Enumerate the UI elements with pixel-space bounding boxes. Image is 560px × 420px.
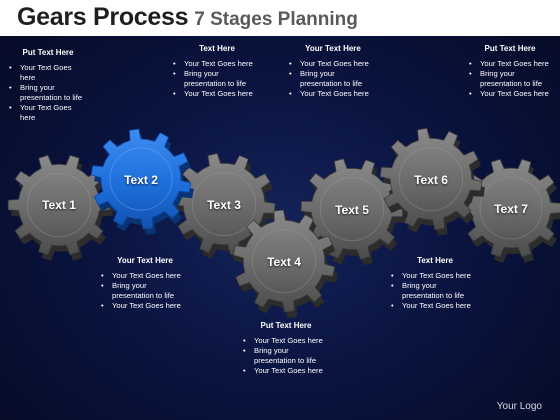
text-box-heading: Put Text Here	[484, 44, 536, 53]
bullet: Your Text Goes here	[243, 366, 330, 376]
text-box-heading: Put Text Here	[22, 48, 74, 57]
gear-body	[232, 209, 336, 313]
logo-text: Your Logo	[496, 401, 542, 412]
bullet: Bring your presentation to life	[391, 281, 480, 301]
gear-hub-ring	[398, 146, 464, 212]
gear-body	[379, 127, 483, 231]
bullet: Bring your presentation to life	[9, 83, 88, 103]
bullet: Your Text Goes here	[469, 89, 552, 99]
bullet: Your Text Goes here	[243, 336, 330, 346]
bullet: Your Text Goes here	[289, 89, 378, 99]
bullet: Bring your presentation to life	[243, 346, 330, 366]
bullet: Your Text Goes here	[289, 59, 378, 69]
bullet: Bring your presentation to life	[173, 69, 262, 89]
title-main: Gears Process	[17, 3, 189, 31]
bullet: Your Text Goes here	[9, 63, 88, 83]
text-box-bottom-3: Text Here Your Text Goes here Bring your…	[390, 256, 480, 311]
text-box-top-4: Put Text Here Your Text Goes here Bring …	[468, 44, 552, 99]
bullet: Your Text Goes here	[101, 271, 190, 281]
text-box-heading: Your Text Here	[117, 256, 173, 265]
text-box-heading: Your Text Here	[305, 44, 361, 53]
text-box-top-1: Put Text Here Your Text Goes here Bring …	[8, 48, 88, 123]
text-box-bottom-2: Put Text Here Your Text Goes here Bring …	[242, 321, 330, 376]
gear-label-7: Text 7	[494, 202, 528, 216]
gear-hub-ring	[251, 228, 317, 294]
gear-label-1: Text 1	[42, 198, 76, 212]
gear-hub-ring	[319, 176, 385, 242]
gear-2	[90, 128, 194, 235]
gear-4	[232, 209, 338, 318]
bullet: Bring your presentation to life	[289, 69, 378, 89]
gear-label-6: Text 6	[414, 173, 448, 187]
bullet: Your Text Goes here	[9, 103, 88, 123]
gear-hub-ring	[191, 171, 257, 237]
text-box-heading: Text Here	[417, 256, 453, 265]
text-box-heading: Text Here	[199, 44, 235, 53]
bullet: Your Text Goes here	[101, 301, 190, 311]
gear-hub-ring	[26, 172, 92, 238]
gear-hub-ring	[479, 176, 543, 240]
bullet: Your Text Goes here	[173, 59, 262, 69]
gear-label-2: Text 2	[124, 173, 158, 187]
text-box-top-3: Your Text Here Your Text Goes here Bring…	[288, 44, 378, 99]
gear-label-4: Text 4	[267, 255, 301, 269]
gear-hub-ring	[109, 147, 173, 211]
gear-6	[379, 127, 485, 236]
bullet: Your Text Goes here	[173, 89, 262, 99]
bullet: Your Text Goes here	[469, 59, 552, 69]
text-box-heading: Put Text Here	[260, 321, 312, 330]
gear-label-5: Text 5	[335, 203, 369, 217]
gear-7	[460, 158, 560, 263]
text-box-top-2: Text Here Your Text Goes here Bring your…	[172, 44, 262, 99]
gear-body	[7, 154, 111, 256]
gear-body	[90, 128, 192, 230]
gear-1	[7, 154, 113, 261]
text-box-bottom-1: Your Text Here Your Text Goes here Bring…	[100, 256, 190, 311]
bullet: Your Text Goes here	[391, 301, 480, 311]
bullet: Your Text Goes here	[391, 271, 480, 281]
bullet: Bring your presentation to life	[101, 281, 190, 301]
title-sub: 7 Stages Planning	[194, 9, 358, 30]
gear-body	[460, 158, 560, 258]
gear-label-3: Text 3	[207, 198, 241, 212]
bullet: Bring your presentation to life	[469, 69, 552, 89]
